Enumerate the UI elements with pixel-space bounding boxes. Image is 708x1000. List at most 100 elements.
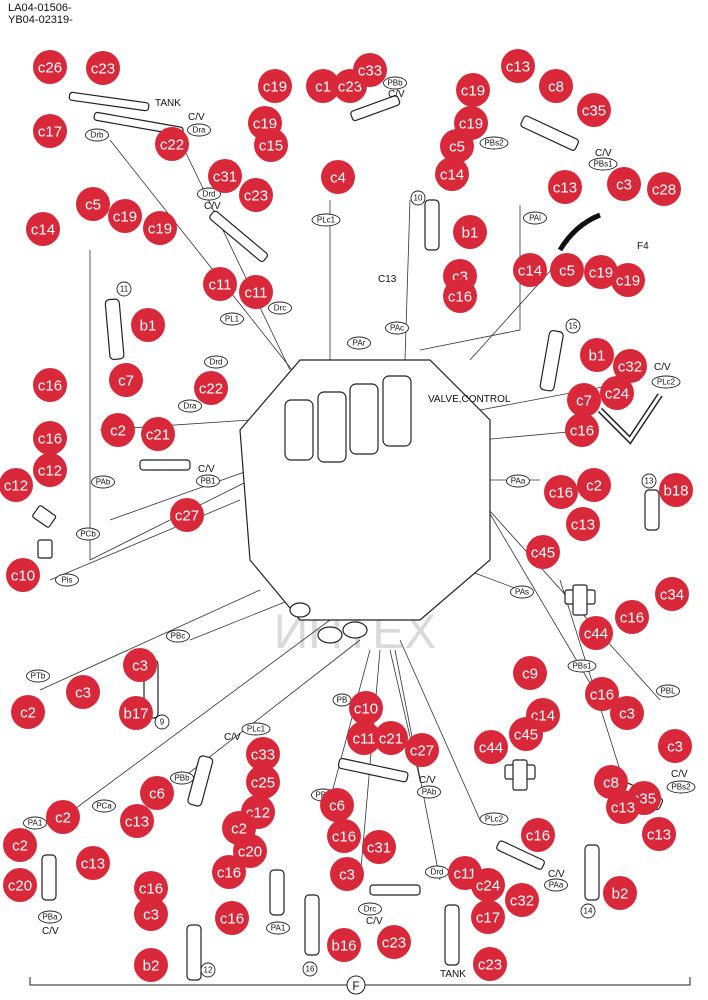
control-valve-body bbox=[239, 359, 491, 644]
port-tag: PA1 bbox=[23, 816, 47, 830]
svg-text:c16: c16 bbox=[220, 911, 244, 928]
part-callout: c2 bbox=[577, 468, 611, 502]
part-callout: c23 bbox=[473, 947, 507, 981]
svg-text:c3: c3 bbox=[143, 907, 159, 924]
svg-text:b2: b2 bbox=[612, 886, 629, 903]
svg-text:c11: c11 bbox=[208, 277, 231, 294]
part-callout: c13 bbox=[501, 49, 535, 83]
svg-text:c2: c2 bbox=[12, 838, 28, 855]
part-callout: c11 bbox=[239, 275, 273, 309]
port-tag: Pis bbox=[55, 573, 79, 587]
svg-text:c25: c25 bbox=[251, 775, 275, 792]
svg-text:PAl: PAl bbox=[529, 214, 541, 223]
svg-text:c17: c17 bbox=[476, 910, 500, 927]
svg-text:c16: c16 bbox=[448, 289, 472, 306]
part-callout: c8 bbox=[539, 69, 573, 103]
svg-text:c22: c22 bbox=[199, 381, 223, 398]
ref-number: 15 bbox=[565, 318, 581, 334]
text-labels: TANKC/VC/VC/VC/VC13C/VC/VC/VC/VC/VC/VC/V… bbox=[42, 89, 688, 980]
svg-text:c31: c31 bbox=[213, 169, 237, 186]
svg-text:PB1: PB1 bbox=[200, 477, 216, 486]
part-callout: b2 bbox=[134, 948, 168, 982]
port-tag: PAr bbox=[347, 336, 371, 350]
part-callout: c11 bbox=[203, 267, 237, 301]
svg-text:c16: c16 bbox=[620, 610, 644, 627]
annotation-label: C13 bbox=[378, 274, 397, 285]
part-callout: c16 bbox=[33, 421, 67, 455]
svg-text:c16: c16 bbox=[526, 828, 550, 845]
annotation-label: C/V bbox=[654, 362, 671, 373]
part-callout: c13 bbox=[120, 804, 154, 838]
svg-text:c16: c16 bbox=[217, 865, 241, 882]
port-tag: PCa bbox=[92, 799, 116, 813]
svg-text:c7: c7 bbox=[576, 393, 592, 410]
part-callout: c16 bbox=[327, 819, 361, 853]
port-tag: PBb bbox=[383, 76, 407, 90]
part-callout: c3 bbox=[66, 675, 100, 709]
svg-text:10: 10 bbox=[414, 194, 423, 203]
svg-text:c23: c23 bbox=[478, 957, 502, 974]
port-tag: PLc2 bbox=[479, 812, 509, 826]
svg-text:c3: c3 bbox=[132, 658, 148, 675]
part-callout: b1 bbox=[453, 215, 487, 249]
svg-text:PLc2: PLc2 bbox=[657, 378, 676, 387]
part-callout: b17 bbox=[119, 696, 153, 730]
part-callout: c2 bbox=[11, 695, 45, 729]
svg-text:c17: c17 bbox=[38, 124, 62, 141]
part-callout: c19 bbox=[108, 199, 142, 233]
part-callout: c17 bbox=[33, 114, 67, 148]
svg-text:c6: c6 bbox=[149, 786, 165, 803]
part-callout: c3 bbox=[123, 648, 157, 682]
port-tag: PAa bbox=[544, 878, 568, 892]
port-tag: Drd bbox=[204, 355, 228, 369]
annotation-label: TANK bbox=[440, 969, 466, 980]
part-callout: c22 bbox=[155, 127, 189, 161]
part-callout: c16 bbox=[33, 368, 67, 402]
part-callout: c27 bbox=[405, 733, 439, 767]
svg-text:c4: c4 bbox=[330, 170, 346, 187]
svg-text:c22: c22 bbox=[160, 137, 184, 154]
ref-number: 9 bbox=[154, 714, 170, 730]
svg-text:PA1: PA1 bbox=[28, 819, 43, 828]
svg-text:c21: c21 bbox=[146, 427, 170, 444]
svg-text:11: 11 bbox=[120, 285, 129, 294]
svg-text:Drb: Drb bbox=[91, 131, 104, 140]
part-callout: c24 bbox=[600, 376, 634, 410]
svg-text:PBs2: PBs2 bbox=[671, 783, 691, 792]
part-callout: c45 bbox=[526, 535, 560, 569]
svg-text:c24: c24 bbox=[476, 878, 500, 895]
svg-text:c3: c3 bbox=[616, 177, 632, 194]
part-callout: c2 bbox=[3, 828, 37, 862]
svg-text:PB: PB bbox=[337, 696, 348, 705]
part-callout: c7 bbox=[567, 383, 601, 417]
part-callout: c25 bbox=[246, 765, 280, 799]
port-tag: Drd bbox=[425, 865, 449, 879]
svg-text:b17: b17 bbox=[123, 706, 148, 723]
part-callout: c12 bbox=[33, 453, 67, 487]
part-callout: c3 bbox=[610, 696, 644, 730]
svg-text:13: 13 bbox=[645, 477, 654, 486]
part-callout: c16 bbox=[134, 871, 168, 905]
svg-text:b1: b1 bbox=[589, 348, 606, 365]
svg-text:PLc2: PLc2 bbox=[485, 815, 504, 824]
svg-text:c23: c23 bbox=[244, 188, 268, 205]
svg-text:c28: c28 bbox=[652, 182, 676, 199]
svg-text:PAb: PAb bbox=[422, 788, 437, 797]
svg-text:PLc1: PLc1 bbox=[317, 216, 336, 225]
svg-text:c21: c21 bbox=[379, 731, 403, 748]
part-callout: c9 bbox=[513, 656, 547, 690]
port-tag: Dra bbox=[178, 399, 202, 413]
svg-text:PAr: PAr bbox=[353, 339, 366, 348]
svg-text:c2: c2 bbox=[110, 423, 126, 440]
part-callout: c13 bbox=[642, 817, 676, 851]
hoses-and-fittings bbox=[32, 91, 664, 981]
part-callout: c13 bbox=[606, 790, 640, 824]
part-callout: c23 bbox=[239, 178, 273, 212]
svg-text:c19: c19 bbox=[461, 83, 485, 100]
annotation-label: C/V bbox=[671, 769, 688, 780]
part-callout: c33 bbox=[353, 53, 387, 87]
svg-text:c33: c33 bbox=[251, 747, 275, 764]
port-tag: PLc2 bbox=[651, 375, 681, 389]
svg-text:c16: c16 bbox=[332, 829, 356, 846]
